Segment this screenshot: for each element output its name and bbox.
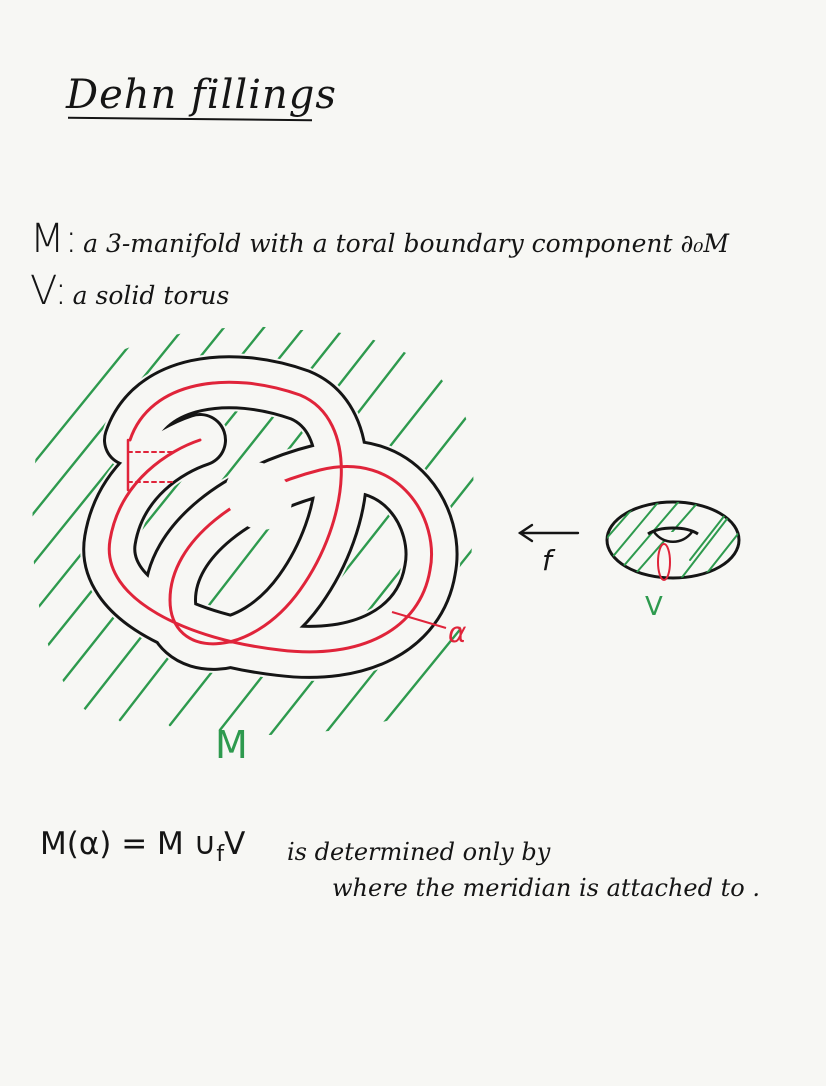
alpha-label: α	[448, 616, 467, 649]
definition-text: a solid torus	[72, 281, 230, 310]
map-label: f	[542, 544, 556, 577]
alpha-curve	[107, 380, 433, 654]
definition-symbol: V:	[30, 268, 68, 314]
trefoil-knot	[80, 353, 461, 681]
left-arrow-icon	[517, 523, 580, 543]
definition-text: a 3-manifold with a toral boundary compo…	[83, 229, 730, 258]
description-line: where the meridian is attached to .	[332, 874, 760, 902]
formula-subscript: f	[216, 842, 225, 868]
description-line: is determined only by	[287, 838, 551, 866]
solid-torus-label: V	[645, 592, 663, 622]
definition-M: M: a 3-manifold with a toral boundary co…	[30, 216, 729, 262]
filling-formula: M(α) = M ∪fV	[40, 826, 245, 867]
page-title: Dehn fillings	[66, 72, 337, 118]
manifold-label: M	[215, 723, 248, 767]
solid-torus-icon	[605, 500, 741, 581]
definition-V: V: a solid torus	[30, 268, 229, 314]
definition-symbol: M:	[30, 216, 78, 262]
formula-rhs: V	[224, 826, 246, 862]
formula-lhs: M(α) = M ∪	[40, 826, 217, 862]
